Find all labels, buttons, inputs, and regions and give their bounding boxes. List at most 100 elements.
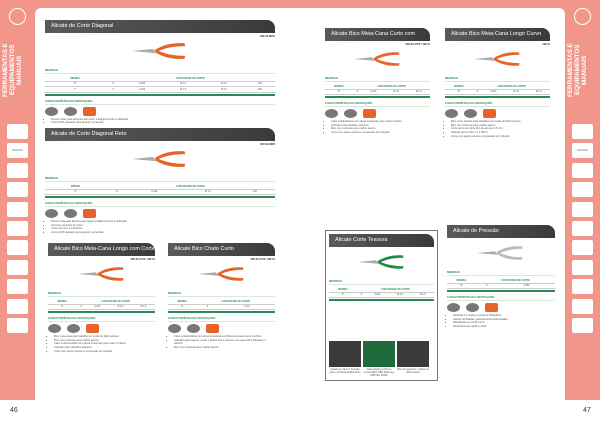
table-cell: 6: [472, 89, 482, 96]
col-header: CAPACIDADE DE CORTE: [76, 299, 155, 305]
feature-bullet: Bico com ranhuras para melhor aperto.: [451, 124, 550, 128]
section-tab[interactable]: [572, 162, 593, 178]
features-label: CARACTERÍSTICAS E DESTAQUES: [445, 101, 550, 108]
table-cell: 0,160: [361, 89, 385, 96]
section-tab[interactable]: [7, 162, 28, 178]
feature-bullet: Mandíbulas em perfil curvo.: [453, 321, 555, 325]
feature-bullet: Bico com ranhuras para melhor aperto.: [54, 339, 155, 343]
section-tab[interactable]: [7, 124, 28, 139]
table-cell: 8: [106, 189, 128, 196]
table-cell: 0,180: [121, 81, 163, 88]
product-title: Alicate Bico Meia-Cana Longo com Corte: [48, 243, 155, 256]
section-tab[interactable]: NELSON: [7, 143, 28, 159]
feature-caption: Isolado em Nível 1 Solução para o Profis…: [329, 368, 361, 375]
packing-bar: [45, 196, 275, 199]
quality-badge-icon: [447, 303, 460, 313]
product-title: Alicate Bico Chato Curto: [168, 243, 275, 256]
diamond-badge-icon: [64, 106, 77, 116]
table-cell: 0,170: [218, 304, 275, 311]
table-cell: 0,200: [481, 89, 505, 96]
feature-bullet: Destravamento rápido e fácil.: [453, 325, 555, 329]
measures-label: MEDIDAS: [329, 279, 434, 285]
measures-label: MEDIDAS: [445, 76, 550, 82]
col-header: CAPACIDADE DE CORTE: [472, 84, 550, 90]
table-cell: 125: [234, 189, 275, 196]
feature-bullet: Bico com ranhuras para melhor aperto.: [331, 127, 430, 131]
section-tab[interactable]: [572, 182, 593, 198]
product-title: Alicate de Pressão: [447, 225, 555, 238]
section-tab[interactable]: [572, 259, 593, 275]
product-card: Alicate Bico Meia-Cana Curto com Corte D…: [325, 28, 430, 135]
feature-bullet: Possui molas para abertura que reduz a f…: [51, 118, 275, 122]
section-tab[interactable]: [7, 201, 28, 217]
section-tab[interactable]: [572, 318, 593, 333]
section-tab[interactable]: [7, 279, 28, 295]
section-tab[interactable]: [7, 221, 28, 236]
feature-bullet: Cabo emborrachado com alças protetoras p…: [54, 342, 155, 346]
product-code: DW-00-MDR: [260, 143, 275, 146]
quality-badge-icon: [45, 209, 58, 219]
features-label: CARACTERÍSTICAS E DESTAQUES: [48, 316, 155, 323]
section-tab[interactable]: [572, 279, 593, 295]
table-cell: 0,320: [365, 292, 389, 299]
features-label: CARACTERÍSTICAS E DESTAQUES: [447, 295, 555, 302]
feature-bullet: Corte de fio de cobre Ø e de aço até 1,6…: [451, 127, 550, 131]
feature-bullet: Corte 100% ajustado para garantir a prec…: [51, 121, 275, 125]
measures-label: MEDIDAS: [325, 76, 430, 82]
table-cell: 0,210: [85, 304, 109, 311]
feature-bullet: Bico meia-cana para trabalho em locais d…: [54, 335, 155, 339]
section-tab[interactable]: NELSON: [572, 143, 593, 159]
section-tab[interactable]: [7, 298, 28, 314]
product-card: Alicate de Corte Diagonal DW-00-MDG MEDI…: [45, 20, 275, 125]
section-tab[interactable]: [7, 182, 28, 198]
product-image: [77, 267, 124, 281]
section-tab[interactable]: [572, 221, 593, 236]
product-card: Alicate Bico Meia-Cana Longo Curvo com C…: [445, 28, 550, 138]
product-code: DW-00-5740 / 4W-10: [250, 258, 275, 261]
section-tab[interactable]: [7, 240, 28, 256]
feature-bullet: Corte com ajuste preciso e temperado por…: [331, 131, 430, 135]
insulated-badge-icon: [483, 109, 496, 119]
feature-bullet: Bico com ranhuras para melhor aperto.: [174, 346, 275, 350]
brand-logo-icon: [574, 8, 591, 25]
page-number: 47: [583, 407, 591, 414]
product-title: Alicate Corte Tesoura: [329, 234, 434, 247]
section-tab[interactable]: [7, 259, 28, 275]
insulated-badge-icon: [206, 324, 219, 334]
table-cell: Ø 1,6: [384, 89, 408, 96]
section-sidebar-right: FERRAMENTAS E EQUIPAMENTOS MANUAIS NELSO…: [565, 0, 600, 370]
col-header: CAPACIDADE DE CORTE: [352, 84, 430, 90]
table-cell: 6: [196, 304, 219, 311]
insulated-badge-icon: [485, 303, 498, 313]
col-header: MEDIDA: [325, 84, 353, 90]
feature-bullet: Corte com ajuste preciso e temperado por…: [451, 135, 550, 139]
table-cell: 6: [475, 283, 498, 290]
feature-bullet: Garras serrilhadas, perfeitamente posici…: [453, 318, 555, 322]
insulated-badge-icon: [86, 324, 99, 334]
section-tab[interactable]: [572, 240, 593, 256]
features-label: CARACTERÍSTICAS E DESTAQUES: [168, 316, 275, 323]
feature-bullet: Indicado para trabalhos elétricos.: [54, 346, 155, 350]
insulated-badge-icon: [83, 106, 96, 116]
feature-photo: [363, 341, 395, 368]
product-title: Alicate de Corte Diagonal: [45, 20, 275, 33]
section-tab[interactable]: [7, 318, 28, 333]
section-tab[interactable]: [572, 298, 593, 314]
feature-bullet: Seleção para 1.000 V e 1.500 V.: [451, 131, 550, 135]
table-cell: 8": [329, 292, 357, 299]
table-cell: Ø 2,0: [203, 81, 245, 88]
col-header: MEDIDA: [445, 84, 473, 90]
product-image: [473, 52, 520, 66]
features-label: CARACTERÍSTICAS E DESTAQUES: [325, 101, 430, 108]
section-tab[interactable]: [572, 201, 593, 217]
product-code: DW-00-MDG: [260, 35, 275, 38]
insulated-badge-icon: [83, 209, 96, 219]
section-tab[interactable]: [572, 124, 593, 139]
product-title: Alicate de Corte Diagonal Reto: [45, 128, 275, 141]
